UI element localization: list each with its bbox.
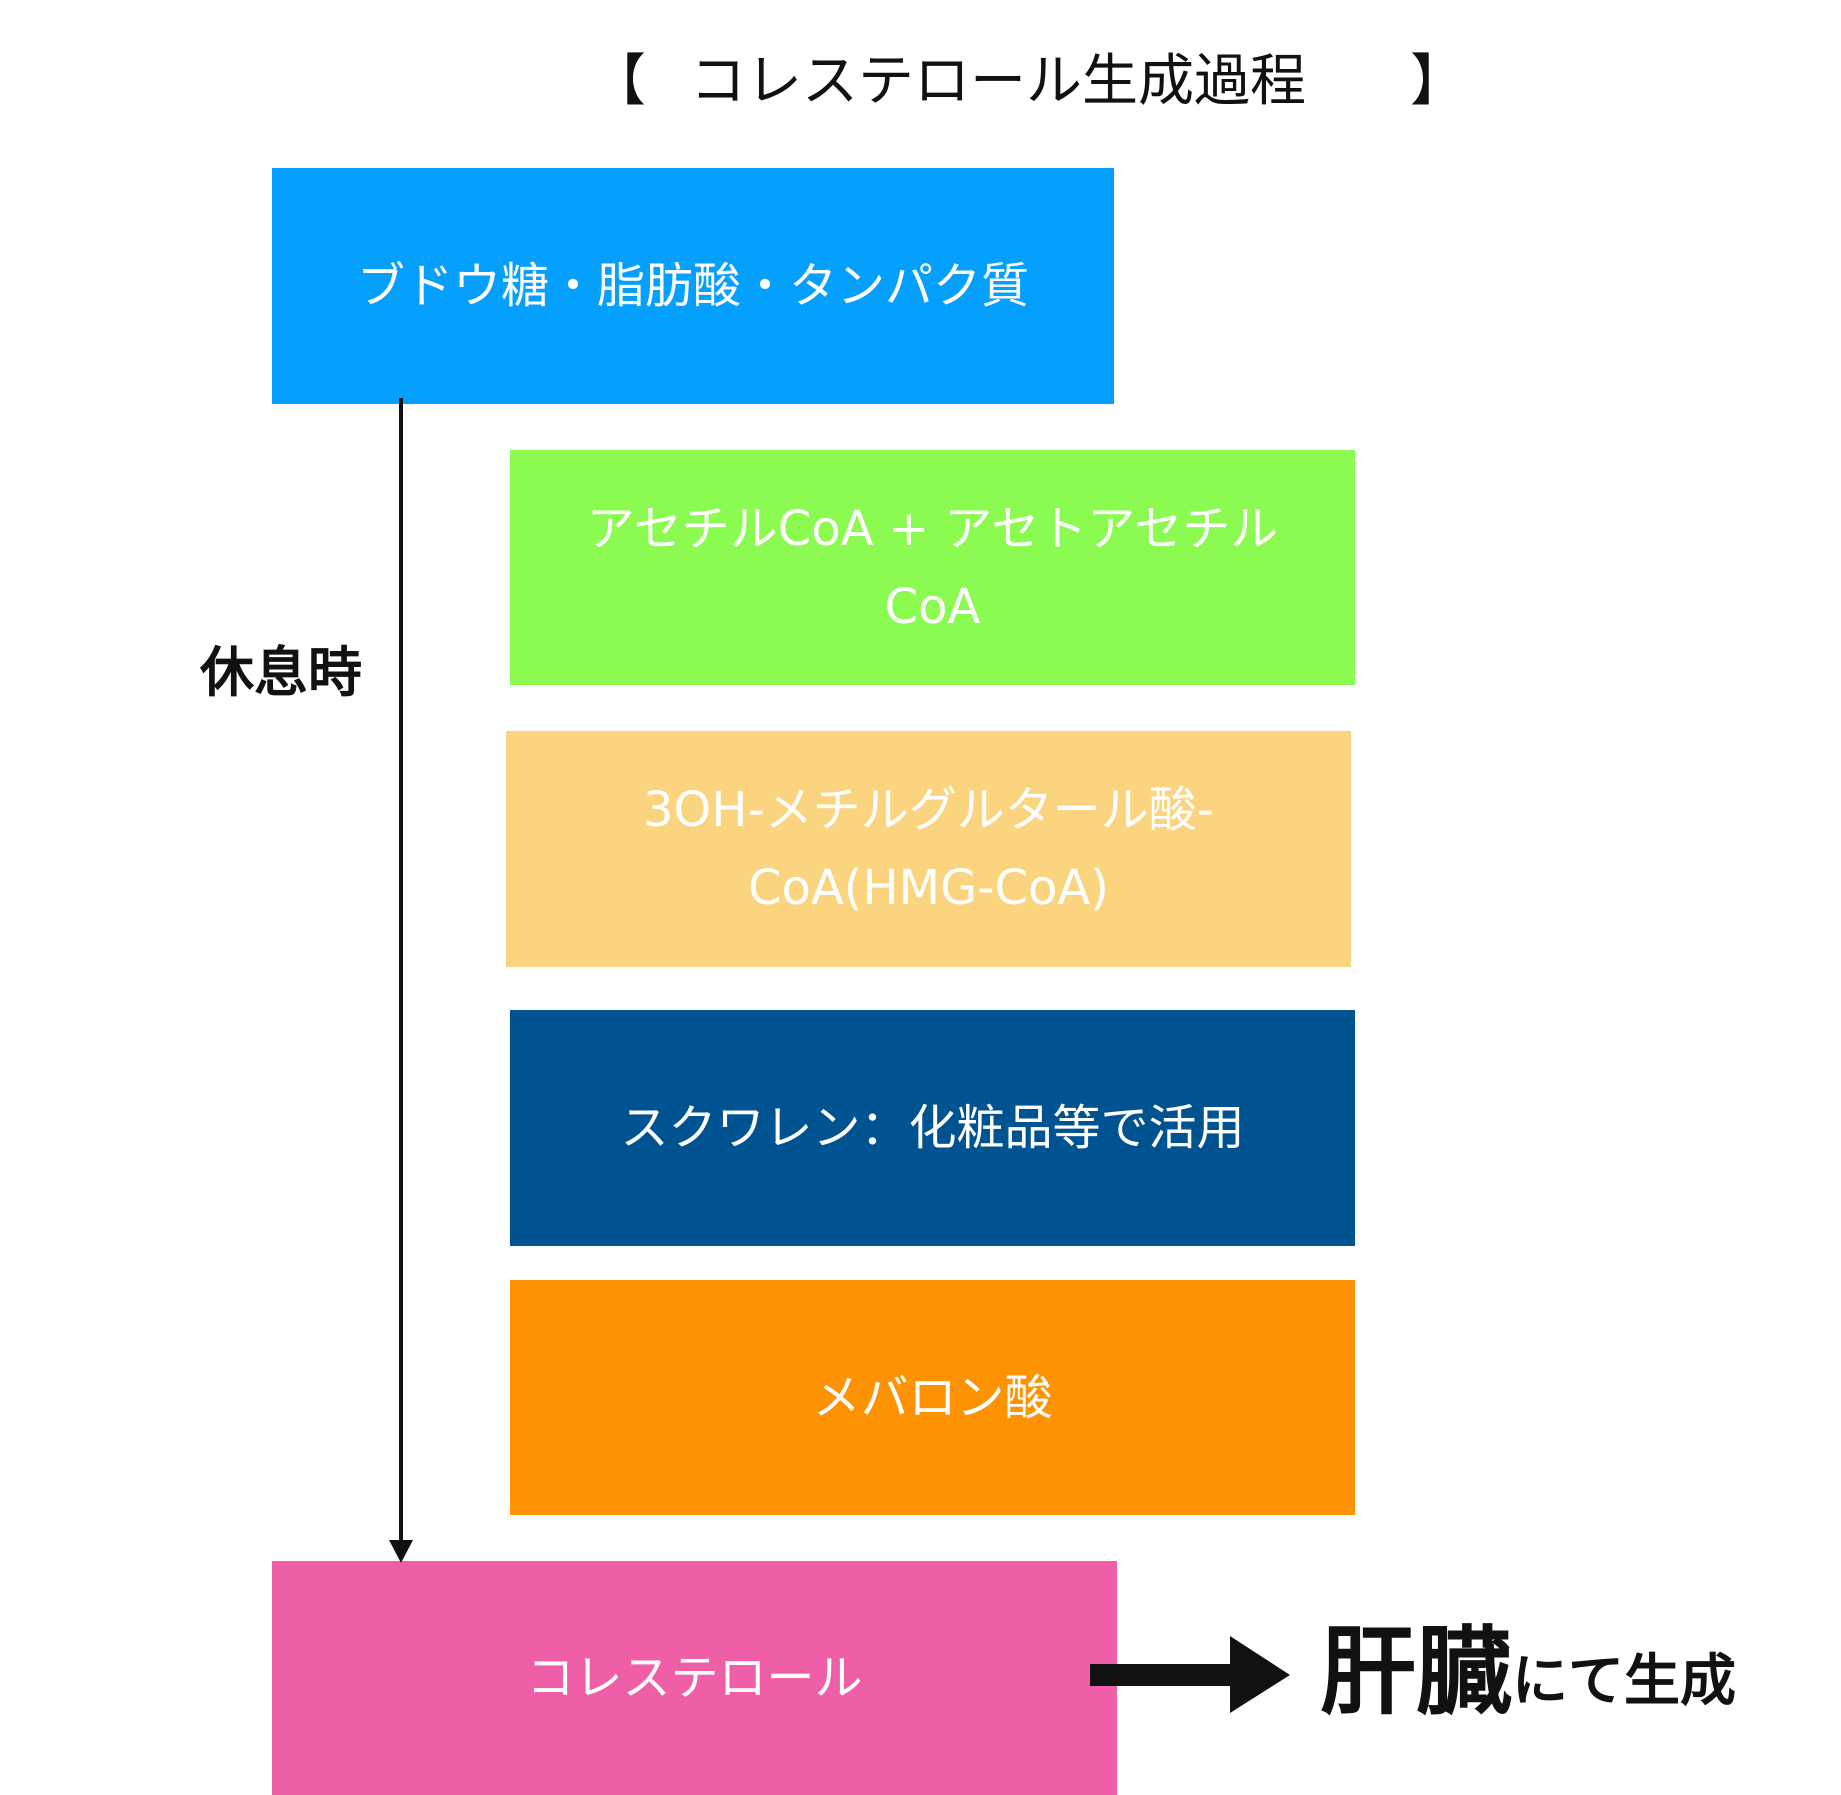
- liver-note: 肝臓にて生成: [1320, 1612, 1736, 1732]
- hmg-coa-box: 3OH-メチルグルタール酸- CoA(HMG-CoA): [506, 731, 1351, 967]
- diagram-title: 【 コレステロール生成過程 】: [560, 42, 1480, 122]
- rest-flow-arrowhead: [389, 1540, 413, 1563]
- mevalonic-acid-box-label: メバロン酸: [812, 1369, 1053, 1426]
- title-text: コレステロール生成過程: [690, 49, 1306, 114]
- acetyl-coa-box: アセチルCoA + アセトアセチル CoA: [510, 450, 1355, 685]
- hmg-coa-label-line1: 3OH-メチルグルタール酸-: [642, 782, 1215, 838]
- acetyl-coa-label-line2: CoA: [884, 578, 981, 635]
- title-open-bracket: 【: [590, 49, 646, 114]
- mevalonic-acid-box: メバロン酸: [510, 1280, 1355, 1515]
- squalene-box-label: スクワレン：化粧品等で活用: [620, 1100, 1245, 1156]
- cholesterol-box: コレステロール: [272, 1561, 1117, 1795]
- cholesterol-box-label: コレステロール: [526, 1650, 863, 1706]
- hmg-coa-label-line2: CoA(HMG-CoA): [748, 860, 1109, 916]
- acetyl-coa-label-line1: アセチルCoA + アセトアセチル: [586, 500, 1279, 557]
- source-box: ブドウ糖・脂肪酸・タンパク質: [272, 168, 1114, 404]
- liver-arrowhead: [1230, 1636, 1290, 1713]
- title-close-bracket: 】: [1410, 49, 1466, 114]
- liver-note-suffix: にて生成: [1512, 1649, 1736, 1714]
- rest-time-label: 休息時: [200, 641, 362, 704]
- source-box-label: ブドウ糖・脂肪酸・タンパク質: [356, 258, 1029, 314]
- liver-note-organ: 肝臓: [1320, 1616, 1512, 1728]
- squalene-box: スクワレン：化粧品等で活用: [510, 1010, 1355, 1246]
